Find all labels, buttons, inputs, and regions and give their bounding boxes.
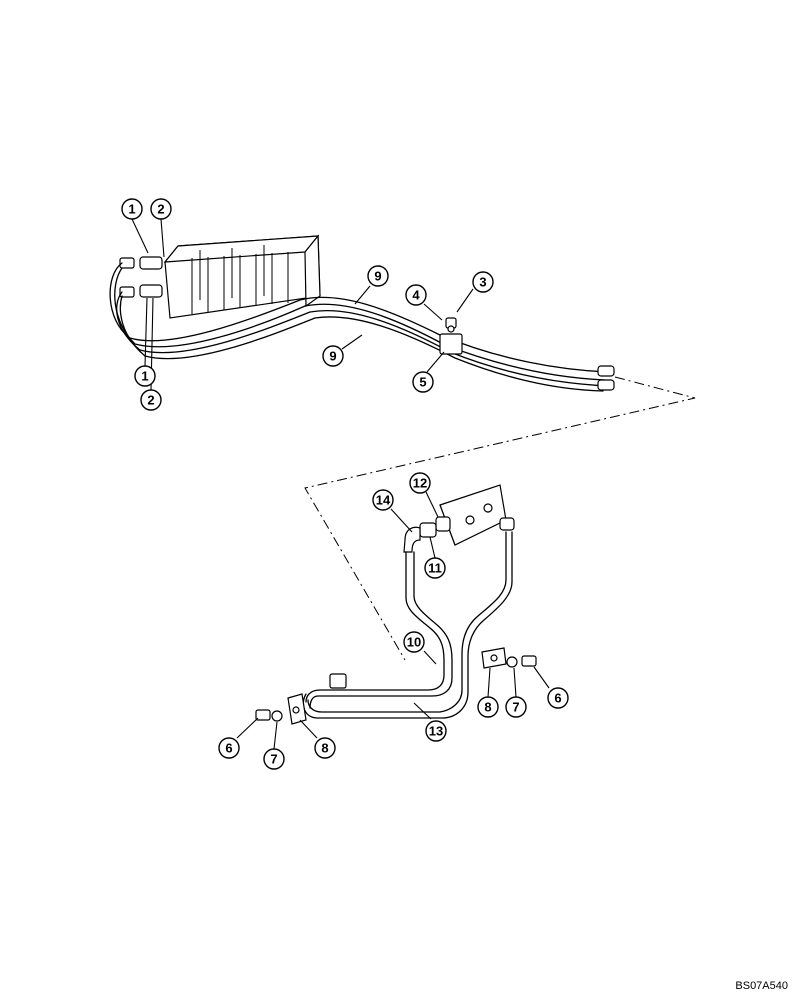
callout-9-bottom: 9 [322, 345, 344, 367]
svg-text:9: 9 [329, 349, 336, 364]
svg-text:1: 1 [128, 202, 135, 217]
callout-2-bottom: 2 [140, 389, 162, 411]
callout-12: 12 [409, 472, 431, 494]
callout-8-right: 8 [477, 696, 499, 718]
svg-text:7: 7 [270, 752, 277, 767]
callout-2-top: 2 [150, 198, 172, 220]
svg-text:3: 3 [479, 275, 486, 290]
svg-text:13: 13 [429, 724, 443, 739]
svg-text:8: 8 [484, 700, 491, 715]
callout-9-top: 9 [367, 265, 389, 287]
svg-text:7: 7 [512, 700, 519, 715]
callout-13: 13 [425, 720, 447, 742]
hose-end-fittings [597, 365, 615, 391]
callout-1-bottom: 1 [134, 365, 156, 387]
svg-text:14: 14 [376, 493, 391, 508]
callout-3: 3 [472, 271, 494, 293]
callout-6-right: 6 [547, 687, 569, 709]
svg-text:8: 8 [321, 741, 328, 756]
tube-lines [302, 531, 513, 719]
callout-7-left: 7 [263, 748, 285, 770]
right-clamp-set [481, 647, 537, 669]
svg-text:12: 12 [413, 476, 427, 491]
valve-block [163, 234, 321, 319]
callout-7-right: 7 [505, 696, 527, 718]
callout-4: 4 [405, 284, 427, 306]
hose-clamp [439, 317, 463, 355]
callout-14: 14 [372, 489, 394, 511]
svg-text:2: 2 [147, 393, 154, 408]
tube-clamp-left-top [329, 673, 347, 689]
mounting-bracket [439, 484, 507, 546]
figure-code: BS07A540 [735, 980, 788, 992]
callout-5: 5 [412, 371, 434, 393]
svg-text:11: 11 [428, 561, 442, 576]
continuation-line [304, 376, 696, 661]
svg-text:4: 4 [412, 288, 420, 303]
svg-text:9: 9 [374, 269, 381, 284]
callout-8-left: 8 [314, 737, 336, 759]
block-fittings [119, 256, 163, 298]
svg-text:5: 5 [419, 375, 426, 390]
fittings-11-12-14 [403, 516, 515, 553]
leader-lines [131, 218, 550, 750]
svg-text:2: 2 [157, 202, 164, 217]
callout-11: 11 [424, 557, 446, 579]
svg-text:10: 10 [407, 635, 421, 650]
svg-text:6: 6 [554, 691, 561, 706]
svg-text:1: 1 [141, 369, 148, 384]
upper-hoses [109, 262, 609, 392]
left-clamp-set [255, 693, 307, 725]
callout-1-top: 1 [121, 198, 143, 220]
callout-10: 10 [403, 631, 425, 653]
svg-text:6: 6 [225, 741, 232, 756]
callout-6-left: 6 [218, 737, 240, 759]
